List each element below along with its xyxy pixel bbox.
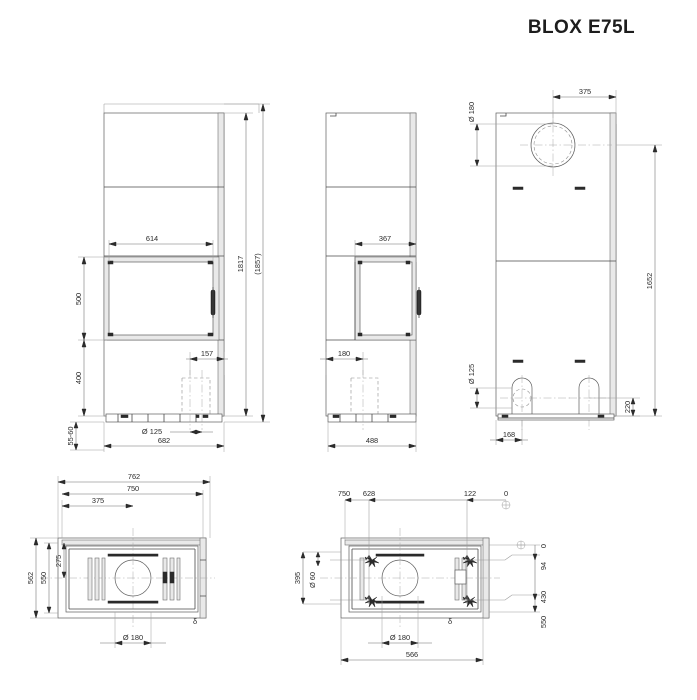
page-title: BLOX E75L (527, 17, 635, 38)
plan-view-left: 762 750 375 562 550 (26, 472, 215, 648)
dim-plan-right-0-v: 0 (539, 544, 548, 548)
dim-plan-right-dia180: Ø 180 (390, 633, 410, 642)
dim-rear-dia125: Ø 125 (467, 364, 476, 384)
dim-rear-168: 168 (503, 430, 515, 439)
dim-front-55-60: 55-60 (66, 427, 75, 446)
dim-rear-dia180: Ø 180 (467, 102, 476, 122)
dim-plan-right-566: 566 (406, 650, 418, 659)
dim-plan-right-628: 628 (363, 489, 375, 498)
dim-front-500: 500 (74, 293, 83, 305)
dim-plan-left-375: 375 (92, 496, 104, 505)
dim-plan-left-750: 750 (127, 484, 139, 493)
dim-side-488: 488 (366, 436, 378, 445)
rear-view: Ø 180 375 1652 Ø 125 220 (467, 87, 662, 445)
dim-plan-right-94: 94 (539, 562, 548, 570)
dim-front-1857: (1857) (253, 253, 262, 274)
dim-plan-left-562: 562 (26, 572, 35, 584)
dim-plan-left-550: 550 (39, 572, 48, 584)
front-view: 614 500 400 55-60 1817 (66, 103, 270, 452)
dim-plan-left-dia180: Ø 180 (123, 633, 143, 642)
dim-front-614: 614 (146, 234, 158, 243)
dim-plan-right-122: 122 (464, 489, 476, 498)
delta-marker-right: δ (448, 617, 452, 626)
dim-plan-right-dia60: Ø 60 (308, 572, 317, 588)
dim-side-367: 367 (379, 234, 391, 243)
dim-front-dia125: Ø 125 (142, 427, 162, 436)
side-view: 367 180 488 (320, 112, 422, 452)
dim-plan-left-762: 762 (128, 472, 140, 481)
dim-side-180: 180 (338, 349, 350, 358)
dim-front-682: 682 (158, 436, 170, 445)
dim-rear-375: 375 (579, 87, 591, 96)
fixing-points (364, 554, 478, 608)
delta-marker-left: δ (193, 617, 197, 626)
dim-plan-right-750: 750 (338, 489, 350, 498)
dim-plan-right-395: 395 (293, 572, 302, 584)
dim-plan-right-0-h: 0 (504, 489, 508, 498)
dim-rear-220: 220 (623, 401, 632, 413)
dim-front-400: 400 (74, 372, 83, 384)
dim-plan-right-430: 430 (539, 591, 548, 603)
dim-front-157: 157 (201, 349, 213, 358)
dim-front-1817: 1817 (236, 256, 245, 272)
dim-rear-1652: 1652 (645, 273, 654, 289)
dim-plan-left-275: 275 (54, 555, 63, 567)
dim-plan-right-550: 550 (539, 616, 548, 628)
plan-view-right: 750 628 122 0 0 94 430 550 395 Ø 60 (293, 489, 548, 665)
